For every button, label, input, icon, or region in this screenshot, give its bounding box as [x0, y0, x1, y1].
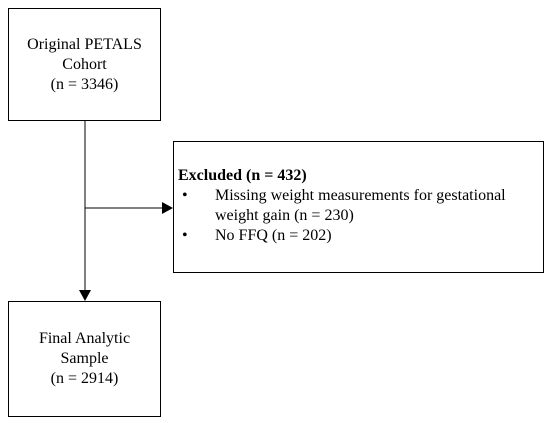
- final-sample-box: Final Analytic Sample (n = 2914): [8, 301, 161, 417]
- original-cohort-box: Original PETALS Cohort (n = 3346): [8, 8, 161, 121]
- final-sample-line-2: Sample: [60, 350, 109, 367]
- excluded-item-no-ffq: • No FFQ (n = 202): [178, 226, 543, 246]
- bullet-icon: •: [182, 187, 188, 204]
- right-arrowhead: [162, 202, 173, 214]
- excluded-item-text: Missing weight measurements for gestatio…: [215, 187, 506, 224]
- excluded-title: Excluded (n = 432): [178, 167, 307, 184]
- down-arrowhead: [79, 290, 91, 301]
- excluded-item-missing-weight: • Missing weight measurements for gestat…: [178, 186, 543, 226]
- bullet-icon: •: [182, 227, 188, 244]
- excluded-box: Excluded (n = 432) • Missing weight meas…: [173, 141, 544, 273]
- original-cohort-line-2: Cohort: [62, 55, 107, 73]
- original-cohort-count: (n = 3346): [50, 75, 119, 93]
- excluded-item-text: No FFQ (n = 202): [215, 227, 332, 244]
- final-sample-line-1: Final Analytic: [38, 330, 131, 347]
- final-sample-count: (n = 2914): [50, 370, 119, 387]
- original-cohort-line-1: Original PETALS: [27, 35, 142, 53]
- excluded-list: • Missing weight measurements for gestat…: [178, 186, 543, 246]
